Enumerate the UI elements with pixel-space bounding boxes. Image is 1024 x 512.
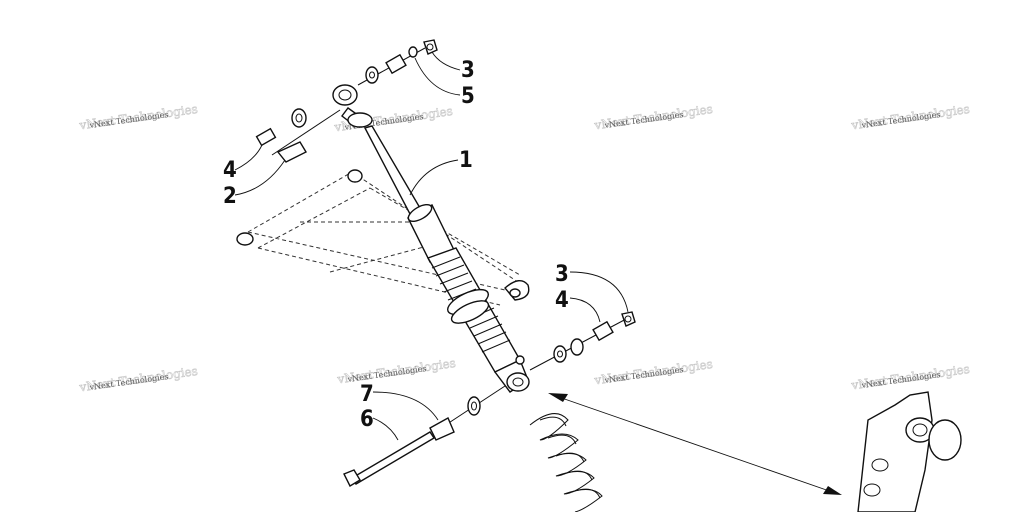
- callout-4-lower: 4: [555, 288, 569, 313]
- callout-4-upper: 4: [223, 158, 237, 183]
- assembly-arrow: [548, 393, 842, 495]
- callout-7: 7: [360, 382, 374, 407]
- frame-bracket: [857, 391, 962, 512]
- callout-1: 1: [459, 148, 473, 173]
- callout-6: 6: [360, 407, 374, 432]
- watermarks: vNext Technologies vNext Technologies vN…: [77, 102, 971, 395]
- callout-2: 2: [223, 184, 237, 209]
- upper-hardware: [255, 39, 438, 163]
- callout-5: 5: [461, 84, 475, 109]
- callout-3-upper: 3: [461, 58, 475, 83]
- lower-hardware: [343, 311, 636, 487]
- leader-lines: [234, 51, 629, 441]
- shock-absorber: [332, 84, 530, 393]
- a-arm-outline: [236, 169, 530, 306]
- callout-3-lower: 3: [555, 262, 569, 287]
- coil-spring: [529, 413, 603, 512]
- callouts: 1 2 3 3 4 4 5 6 7: [223, 58, 569, 432]
